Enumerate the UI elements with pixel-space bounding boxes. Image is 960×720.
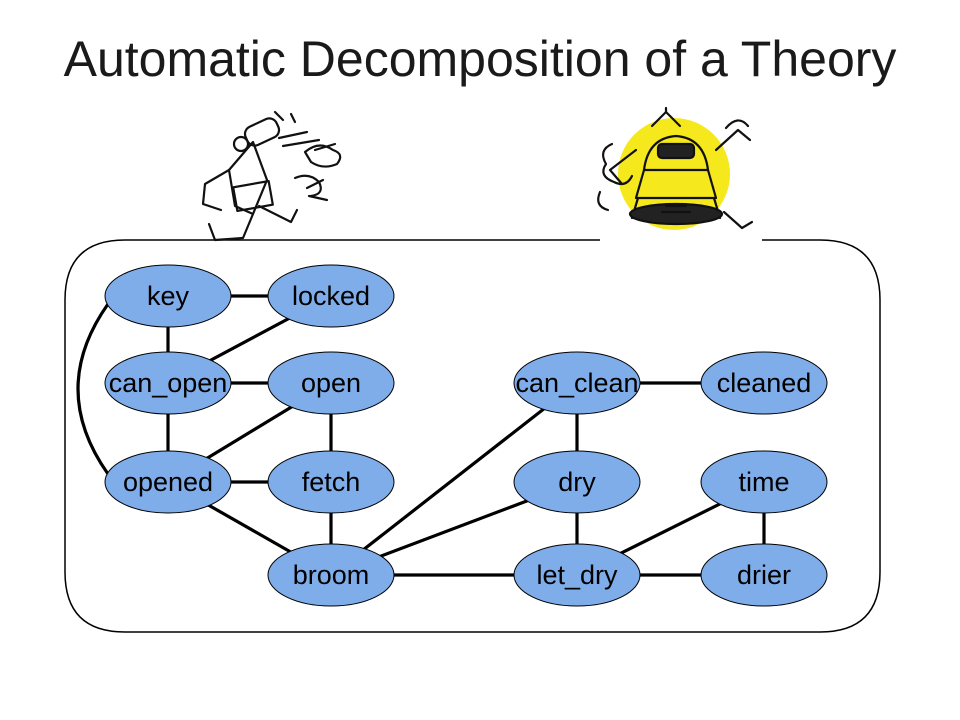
node-drier-shape: [700, 543, 828, 607]
cleaning-robot-icon: [597, 106, 754, 230]
node-can_open: can_open: [104, 351, 232, 415]
node-fetch-shape: [267, 450, 395, 514]
node-opened-shape: [104, 450, 232, 514]
node-broom-label: broom: [293, 560, 370, 590]
node-open-label: open: [301, 368, 361, 398]
node-dry: dry: [513, 450, 641, 514]
node-can_clean: can_clean: [513, 351, 641, 415]
node-locked-label: locked: [292, 281, 370, 311]
node-can_clean-label: can_clean: [515, 368, 638, 398]
node-let_dry: let_dry: [513, 543, 641, 607]
node-let_dry-shape: [513, 543, 641, 607]
node-open: open: [267, 351, 395, 415]
edge-layer: [76, 294, 766, 577]
edge-broom-can_clean: [329, 381, 579, 577]
node-locked: locked: [267, 264, 395, 328]
node-dry-shape: [513, 450, 641, 514]
node-layer: key locked can_open open opened fetch broom can…: [104, 264, 828, 607]
slide-title: Automatic Decomposition of a Theory: [63, 31, 897, 87]
node-cleaned: cleaned: [700, 351, 828, 415]
node-cleaned-shape: [700, 351, 828, 415]
node-dry-label: dry: [558, 467, 596, 497]
edge-key-opened: [76, 302, 110, 476]
node-fetch: fetch: [267, 450, 395, 514]
node-time-label: time: [738, 467, 789, 497]
node-let_dry-label: let_dry: [536, 560, 618, 590]
node-key-shape: [104, 264, 232, 328]
running-robot-icon: [201, 110, 342, 242]
node-can_clean-shape: [513, 351, 641, 415]
node-key-label: key: [147, 281, 190, 311]
node-key: key: [104, 264, 232, 328]
node-can_open-label: can_open: [109, 368, 228, 398]
node-cleaned-label: cleaned: [717, 368, 812, 398]
node-opened: opened: [104, 450, 232, 514]
node-time-shape: [700, 450, 828, 514]
node-open-shape: [267, 351, 395, 415]
node-opened-label: opened: [123, 467, 213, 497]
partition-frame: [64, 239, 881, 633]
node-can_open-shape: [104, 351, 232, 415]
node-fetch-label: fetch: [302, 467, 361, 497]
node-drier: drier: [700, 543, 828, 607]
node-drier-label: drier: [737, 560, 791, 590]
node-locked-shape: [267, 264, 395, 328]
node-broom-shape: [267, 543, 395, 607]
node-broom: broom: [267, 543, 395, 607]
node-time: time: [700, 450, 828, 514]
